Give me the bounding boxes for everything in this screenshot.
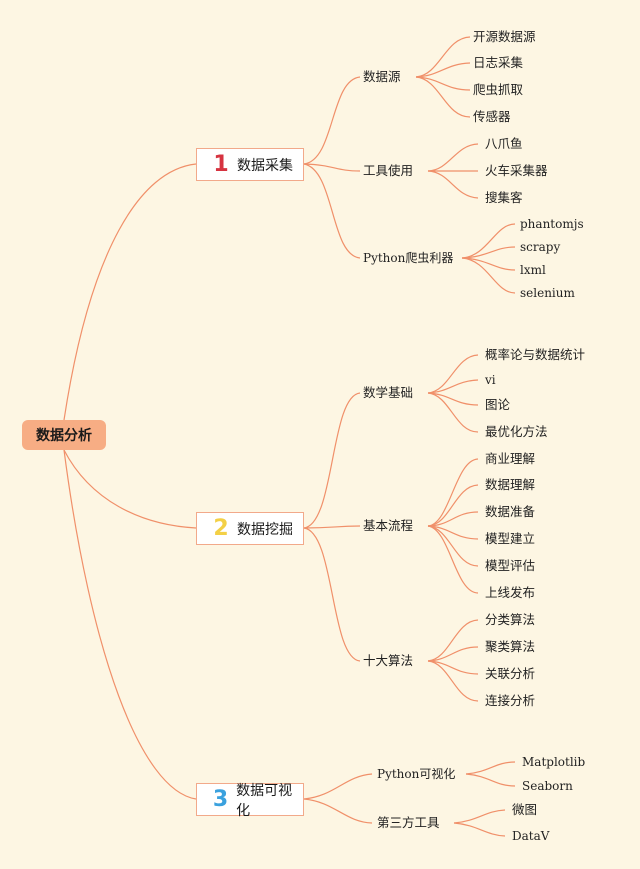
leaf-item: 最优化方法 — [485, 424, 548, 439]
branch-node-data-collection[interactable]: 1 数据采集 — [196, 148, 304, 181]
leaf-item: phantomjs — [520, 217, 584, 231]
group-label: Python爬虫利器 — [363, 251, 454, 265]
group-label: 第三方工具 — [377, 815, 440, 830]
group-label: Python可视化 — [377, 767, 456, 781]
leaf-item: 开源数据源 — [473, 29, 536, 44]
leaf-item: 微图 — [512, 802, 538, 817]
branch-node-data-visualization[interactable]: 3 数据可视化 — [196, 783, 304, 819]
leaf-item: 商业理解 — [485, 451, 536, 466]
group-label: 数据源 — [363, 69, 401, 84]
branch-label: 数据可视化 — [236, 782, 293, 819]
leaf-item: 上线发布 — [485, 585, 536, 600]
leaf-item: 连接分析 — [485, 693, 536, 708]
leaf-item: 聚类算法 — [485, 639, 536, 654]
group-label: 十大算法 — [363, 653, 414, 668]
leaf-item: 日志采集 — [473, 55, 524, 70]
leaf-item: vi — [485, 373, 496, 387]
branch-label: 数据挖掘 — [237, 521, 293, 538]
leaf-item: 图论 — [485, 397, 511, 412]
root-label: 数据分析 — [36, 428, 92, 444]
leaf-item: 八爪鱼 — [485, 136, 523, 151]
leaf-item: 模型评估 — [485, 558, 536, 573]
leaf-item: 爬虫抓取 — [473, 82, 524, 97]
leaf-item: DataV — [512, 829, 550, 843]
branch-node-data-mining[interactable]: 2 数据挖掘 — [196, 512, 304, 545]
leaf-item: Seaborn — [522, 779, 573, 793]
group-label: 数学基础 — [363, 385, 414, 400]
root-node[interactable]: 数据分析 — [22, 420, 106, 450]
group-label: 基本流程 — [363, 518, 414, 533]
branch-number: 1 — [213, 152, 229, 177]
leaf-item: 关联分析 — [485, 666, 536, 681]
leaf-item: 传感器 — [473, 109, 511, 124]
branch-label: 数据采集 — [237, 157, 293, 174]
branch-number: 2 — [213, 516, 229, 541]
leaf-item: scrapy — [520, 240, 561, 254]
leaf-item: lxml — [520, 263, 546, 277]
leaf-item: selenium — [520, 286, 575, 300]
group-label: 工具使用 — [363, 163, 414, 178]
leaf-item: 数据准备 — [485, 504, 536, 519]
leaf-item: 火车采集器 — [485, 163, 548, 178]
leaf-item: 模型建立 — [485, 531, 536, 546]
leaf-item: Matplotlib — [522, 755, 586, 769]
leaf-item: 数据理解 — [485, 477, 536, 492]
leaf-item: 分类算法 — [485, 612, 536, 627]
leaf-item: 概率论与数据统计 — [485, 347, 586, 362]
leaf-item: 搜集客 — [485, 190, 523, 205]
branch-number: 3 — [212, 787, 229, 812]
